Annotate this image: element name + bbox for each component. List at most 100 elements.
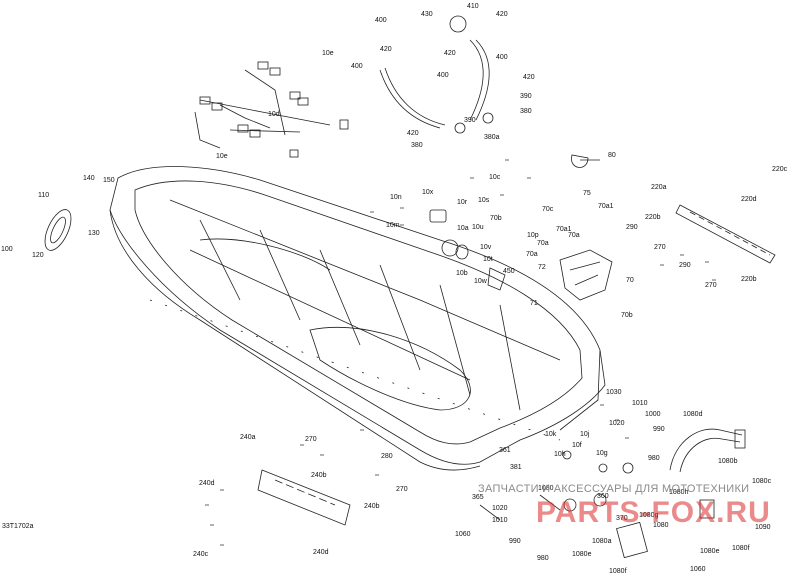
callout-c110: 110 — [38, 192, 50, 199]
footrest-240a — [257, 469, 351, 526]
callout-c290a: 290 — [626, 224, 638, 231]
callout-c1080f1: 1080f — [732, 545, 750, 552]
callout-c390a: 390 — [520, 93, 532, 100]
callout-c10h: 10h — [554, 451, 566, 458]
callout-c70b1: 70b — [490, 215, 502, 222]
callout-c70a1: 70a1 — [598, 203, 614, 210]
callout-c70a4: 70a1 — [556, 226, 572, 233]
callout-c1010a: 1010 — [632, 400, 648, 407]
callout-c10n: 10n — [390, 194, 402, 201]
callout-c380b: 380 — [411, 142, 423, 149]
mount-bracket — [559, 249, 613, 301]
callout-c240b2: 240b — [364, 503, 380, 510]
callout-c240d1: 240d — [199, 480, 215, 487]
callout-c410: 410 — [467, 3, 479, 10]
watermark-caption: ЗАПЧАСТИ И АКСЕССУАРЫ ДЛЯ МОТОТЕХНИКИ — [478, 483, 750, 495]
callout-c1000: 1000 — [645, 411, 661, 418]
callout-c400c: 400 — [437, 72, 449, 79]
callout-c10x: 10x — [422, 189, 434, 196]
callout-c240b1: 240b — [311, 472, 327, 479]
callout-c270c: 270 — [305, 436, 317, 443]
grab-handle — [669, 428, 743, 471]
callout-c990b: 990 — [509, 538, 521, 545]
fasteners — [205, 159, 716, 546]
callout-c1080b: 1080b — [718, 458, 738, 465]
callout-c70a2: 70a — [537, 240, 549, 247]
callout-c220a: 220a — [651, 184, 667, 191]
callout-c10w: 10w — [474, 278, 487, 285]
callout-c420c: 420 — [444, 50, 456, 57]
callout-c120: 120 — [32, 252, 44, 259]
rail-220a — [675, 204, 776, 264]
callout-c70: 70 — [626, 277, 634, 284]
callout-c290b: 290 — [679, 262, 691, 269]
callout-c130: 130 — [88, 230, 100, 237]
callout-c1060: 1060 — [455, 531, 471, 538]
callout-c10p: 10p — [527, 232, 539, 239]
callout-c430: 430 — [421, 11, 433, 18]
callout-c990a: 990 — [653, 426, 665, 433]
callout-c70b2: 70b — [621, 312, 633, 319]
callout-c72: 72 — [538, 264, 546, 271]
callout-c10b: 10b — [456, 270, 468, 277]
callout-c1080a: 1080a — [592, 538, 612, 545]
callout-c270a: 270 — [654, 244, 666, 251]
callout-c10d: 10d — [268, 111, 280, 118]
callout-c1030: 1030 — [606, 389, 622, 396]
callout-c10m: 10m — [386, 222, 400, 229]
callout-c10e1: 10e — [322, 50, 334, 57]
callout-c10c: 10c — [489, 174, 501, 181]
callout-c381: 381 — [510, 464, 522, 471]
callout-c280: 280 — [381, 453, 393, 460]
callout-c75: 75 — [583, 190, 591, 197]
callout-c365: 365 — [472, 494, 484, 501]
callout-c240c: 240c — [193, 551, 209, 558]
callout-c10f: 10f — [572, 442, 582, 449]
callout-c1080h: 1080h — [669, 489, 689, 496]
callout-c10k: 10k — [545, 431, 557, 438]
callout-c400a: 400 — [375, 17, 387, 24]
callout-c370: 370 — [616, 515, 628, 522]
callout-c10a: 10a — [457, 225, 469, 232]
callout-c220d: 220d — [741, 196, 757, 203]
callout-c140: 140 — [83, 175, 95, 182]
callout-c1080: 1080 — [538, 485, 554, 492]
callout-c360: 360 — [597, 493, 609, 500]
callout-c10g: 10g — [596, 450, 608, 457]
harness-upper — [199, 99, 331, 126]
callout-c70c: 70c — [542, 206, 554, 213]
hull-bottom — [109, 209, 481, 471]
callout-c80: 80 — [608, 152, 616, 159]
callout-c1010b: 1010 — [492, 517, 508, 524]
callout-c1090: 1090 — [755, 524, 771, 531]
hull-outline — [109, 166, 606, 465]
callout-c240a: 240a — [240, 434, 256, 441]
callout-c150: 150 — [103, 177, 115, 184]
reference-code: 33T1702a — [2, 523, 34, 530]
callout-c420e: 420 — [407, 130, 419, 137]
callout-c10j: 10j — [580, 431, 590, 438]
callout-c400d: 400 — [496, 54, 508, 61]
callout-c420b: 420 — [380, 46, 392, 53]
callout-c1080e2: 1080e — [572, 551, 592, 558]
callout-c1080f2: 1080f — [609, 568, 627, 575]
callout-c270d: 270 — [396, 486, 408, 493]
callout-c100: 100 — [1, 246, 13, 253]
callout-c420a: 420 — [496, 11, 508, 18]
callout-c400b: 400 — [351, 63, 363, 70]
callout-c10e2: 10e — [216, 153, 228, 160]
callout-c10r: 10r — [457, 199, 468, 206]
inspection-ring — [44, 209, 72, 251]
callout-c1020b: 1020 — [492, 505, 508, 512]
callout-c361: 361 — [499, 447, 511, 454]
callout-c220b2: 220b — [741, 276, 757, 283]
vent-hose-right — [469, 39, 484, 121]
callout-c1080e1: 1080e — [700, 548, 720, 555]
callout-c980a: 980 — [648, 455, 660, 462]
callout-c270b: 270 — [705, 282, 717, 289]
callout-c1080c: 1080c — [752, 478, 772, 485]
callout-c1080i: 1080 — [653, 522, 669, 529]
callout-c10u: 10u — [472, 224, 484, 231]
callout-c71: 71 — [530, 300, 538, 307]
